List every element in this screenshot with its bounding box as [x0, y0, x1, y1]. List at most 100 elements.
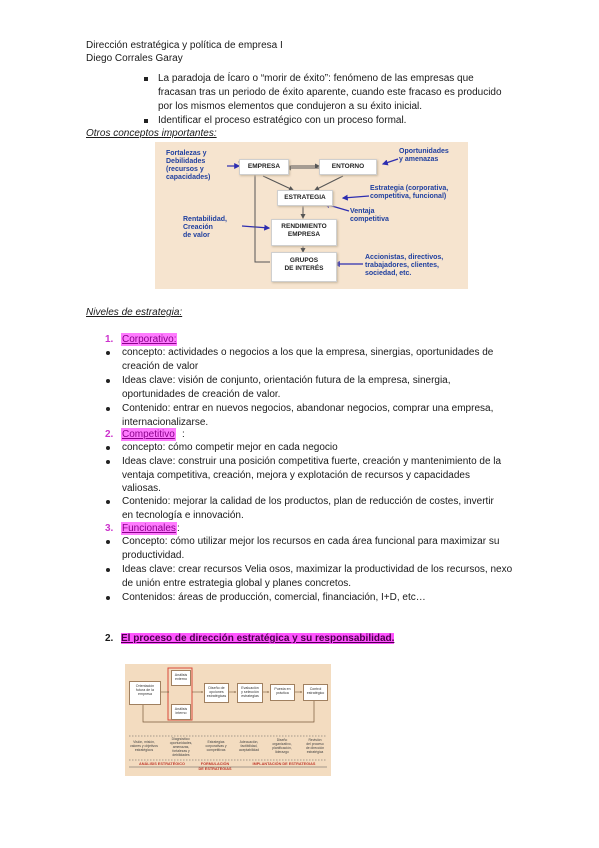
- level-2-item-3: Contenido: mejorar la calidad de los pro…: [122, 495, 494, 522]
- line: de dirección: [305, 746, 325, 750]
- line: Contenido: mejorar la calidad de los pro…: [122, 496, 494, 507]
- line: factibilidad,: [240, 744, 258, 748]
- line: Revisión: [308, 738, 322, 742]
- rentabilidad-label: Rentabilidad, Creación de valor: [183, 216, 227, 240]
- line: organizativo,: [272, 742, 292, 746]
- line: Diseño de: [208, 686, 225, 690]
- level-1-item-3: Contenido: entrar en nuevos negocios, ab…: [122, 402, 493, 429]
- sub-diseno-organizativo: Diseño organizativo, planificación, lide…: [269, 738, 295, 754]
- level-1-number: 1.: [105, 334, 114, 345]
- diseno-opciones-box: Diseño de opciones estratégicas: [204, 683, 229, 703]
- line: Visión, misión,: [133, 740, 155, 744]
- line: valores y objetivos: [130, 744, 158, 748]
- orientacion-box: Orientación futura de la empresa: [129, 681, 161, 705]
- line: empresa: [138, 692, 152, 697]
- rentabilidad-line-3: de valor: [183, 232, 210, 239]
- line: Análisis: [174, 707, 188, 711]
- sub-diagnostico: Diagnóstico: oportunidades, amenazas, fo…: [166, 737, 196, 757]
- section-2-title: El proceso de dirección estratégica y su…: [121, 632, 395, 645]
- line: concepto: cómo competir mejor en cada ne…: [122, 442, 338, 453]
- phase-formulacion: FORMULACIÓN DE ESTRATEGIAS: [195, 762, 235, 771]
- document-title: Dirección estratégica y política de empr…: [86, 40, 283, 51]
- fortalezas-line-4: capacidades): [166, 174, 211, 181]
- line: FORMULACIÓN: [200, 762, 230, 766]
- line: concepto: actividades o negocios a los q…: [122, 347, 494, 358]
- rendimiento-box: RENDIMIENTO EMPRESA: [271, 219, 337, 246]
- line: y selección: [241, 690, 259, 695]
- sub-estrategias: Estrategias corporativas y competitivas: [203, 740, 229, 752]
- accionistas-label: Accionistas, directivos, trabajadores, c…: [365, 254, 443, 278]
- line: opciones: [209, 690, 224, 695]
- line: Orientación: [135, 684, 155, 688]
- round-bullet-icon: [106, 407, 110, 411]
- line: estratégico: [306, 691, 325, 696]
- rendimiento-line-2: EMPRESA: [287, 231, 321, 238]
- estrategia-tipos-label: Estrategia (corporativa, competitiva, fu…: [370, 185, 448, 201]
- line: futura de la: [136, 688, 154, 693]
- square-bullet-icon: [144, 77, 148, 81]
- line: en tecnología e innovación.: [122, 509, 244, 521]
- accionistas-line-2: trabajadores, clientes,: [365, 262, 439, 269]
- estrategia-box: ESTRATEGIA: [277, 190, 333, 206]
- line: Adecuación,: [239, 740, 259, 744]
- process-diagram-lines: [129, 667, 327, 768]
- section-2-title-text: El proceso de dirección estratégica y su…: [121, 633, 395, 644]
- fortalezas-line-1: Fortalezas y: [166, 150, 207, 157]
- level-2-item-1: concepto: cómo competir mejor en cada ne…: [122, 441, 338, 455]
- fortalezas-line-3: (recursos y: [166, 166, 204, 173]
- analisis-interno-box: Análisis interno: [171, 704, 191, 720]
- line: liderazgo: [275, 750, 289, 754]
- line: Estrategias: [207, 740, 225, 744]
- level-2-title: Competitivo: [121, 428, 176, 441]
- control-estrategico-box: Control estratégico: [303, 684, 328, 701]
- grupos-line-2: DE INTERÉS: [284, 265, 324, 272]
- line: DE ESTRATEGIAS: [198, 766, 232, 771]
- oportunidades-line-1: Oportunidades: [399, 148, 449, 155]
- line: Contenido: entrar en nuevos negocios, ab…: [122, 403, 494, 414]
- oportunidades-label: Oportunidades y amenazas: [399, 148, 449, 164]
- line: competitivas: [206, 748, 226, 752]
- level-3-number: 3.: [105, 523, 114, 534]
- sub-revision: Revisión del proceso de dirección estrat…: [302, 738, 328, 754]
- otros-conceptos-heading: Otros conceptos importantes:: [86, 128, 217, 139]
- ventaja-line-2: competitiva: [350, 216, 389, 223]
- line: Puesta en: [274, 687, 291, 691]
- level-1-title: Corporativo:: [121, 333, 178, 346]
- line: estratégica: [306, 750, 324, 754]
- accionistas-line-1: Accionistas, directivos,: [365, 254, 444, 261]
- line: Ideas clave: construir una posición comp…: [122, 456, 502, 467]
- niveles-heading: Niveles de estrategia:: [86, 307, 183, 318]
- grupos-line-1: GRUPOS: [289, 257, 319, 264]
- round-bullet-icon: [106, 379, 110, 383]
- level-2-item-2: Ideas clave: construir una posición comp…: [122, 455, 501, 496]
- round-bullet-icon: [106, 351, 110, 355]
- puesta-practica-box: Puesta en práctica: [270, 684, 295, 701]
- fortalezas-line-2: Debilidades: [166, 158, 206, 165]
- line: práctica: [276, 691, 289, 696]
- level-3-title: Funcionales: [121, 522, 177, 535]
- round-bullet-icon: [106, 460, 110, 464]
- fortalezas-label: Fortalezas y Debilidades (recursos y cap…: [166, 150, 210, 182]
- oportunidades-line-2: y amenazas: [399, 156, 439, 163]
- grupos-interes-box: GRUPOS DE INTERÉS: [271, 252, 337, 282]
- line: fortalezas y: [172, 749, 190, 753]
- level-3-item-1: Concepto: cómo utilizar mejor los recurs…: [122, 535, 499, 562]
- line: Concepto: cómo utilizar mejor los recurs…: [122, 536, 500, 547]
- line: de unión entre estrategia global y plane…: [122, 577, 352, 589]
- phase-implantacion: IMPLANTACIÓN DE ESTRATEGIAS: [252, 762, 316, 766]
- line: debilidades: [172, 753, 190, 757]
- line: creación de valor: [122, 360, 199, 372]
- intro-bullet-2: Identificar el proceso estratégico con u…: [158, 115, 407, 126]
- ventaja-line-1: Ventaja: [350, 208, 375, 215]
- line: Diagnóstico:: [171, 737, 191, 741]
- line: Evaluación: [241, 686, 259, 690]
- line: estrategias: [241, 694, 259, 699]
- evaluacion-box: Evaluación y selección estrategias: [237, 683, 263, 703]
- line: Ideas clave: visión de conjunto, orienta…: [122, 375, 451, 386]
- analisis-externo-box: Análisis externo: [171, 670, 191, 686]
- line: corporativas y: [205, 744, 227, 748]
- rentabilidad-line-2: Creación: [183, 224, 213, 231]
- line: Diseño: [276, 738, 288, 742]
- level-3-item-3: Contenidos: áreas de producción, comerci…: [122, 591, 426, 605]
- line: externo: [175, 677, 187, 682]
